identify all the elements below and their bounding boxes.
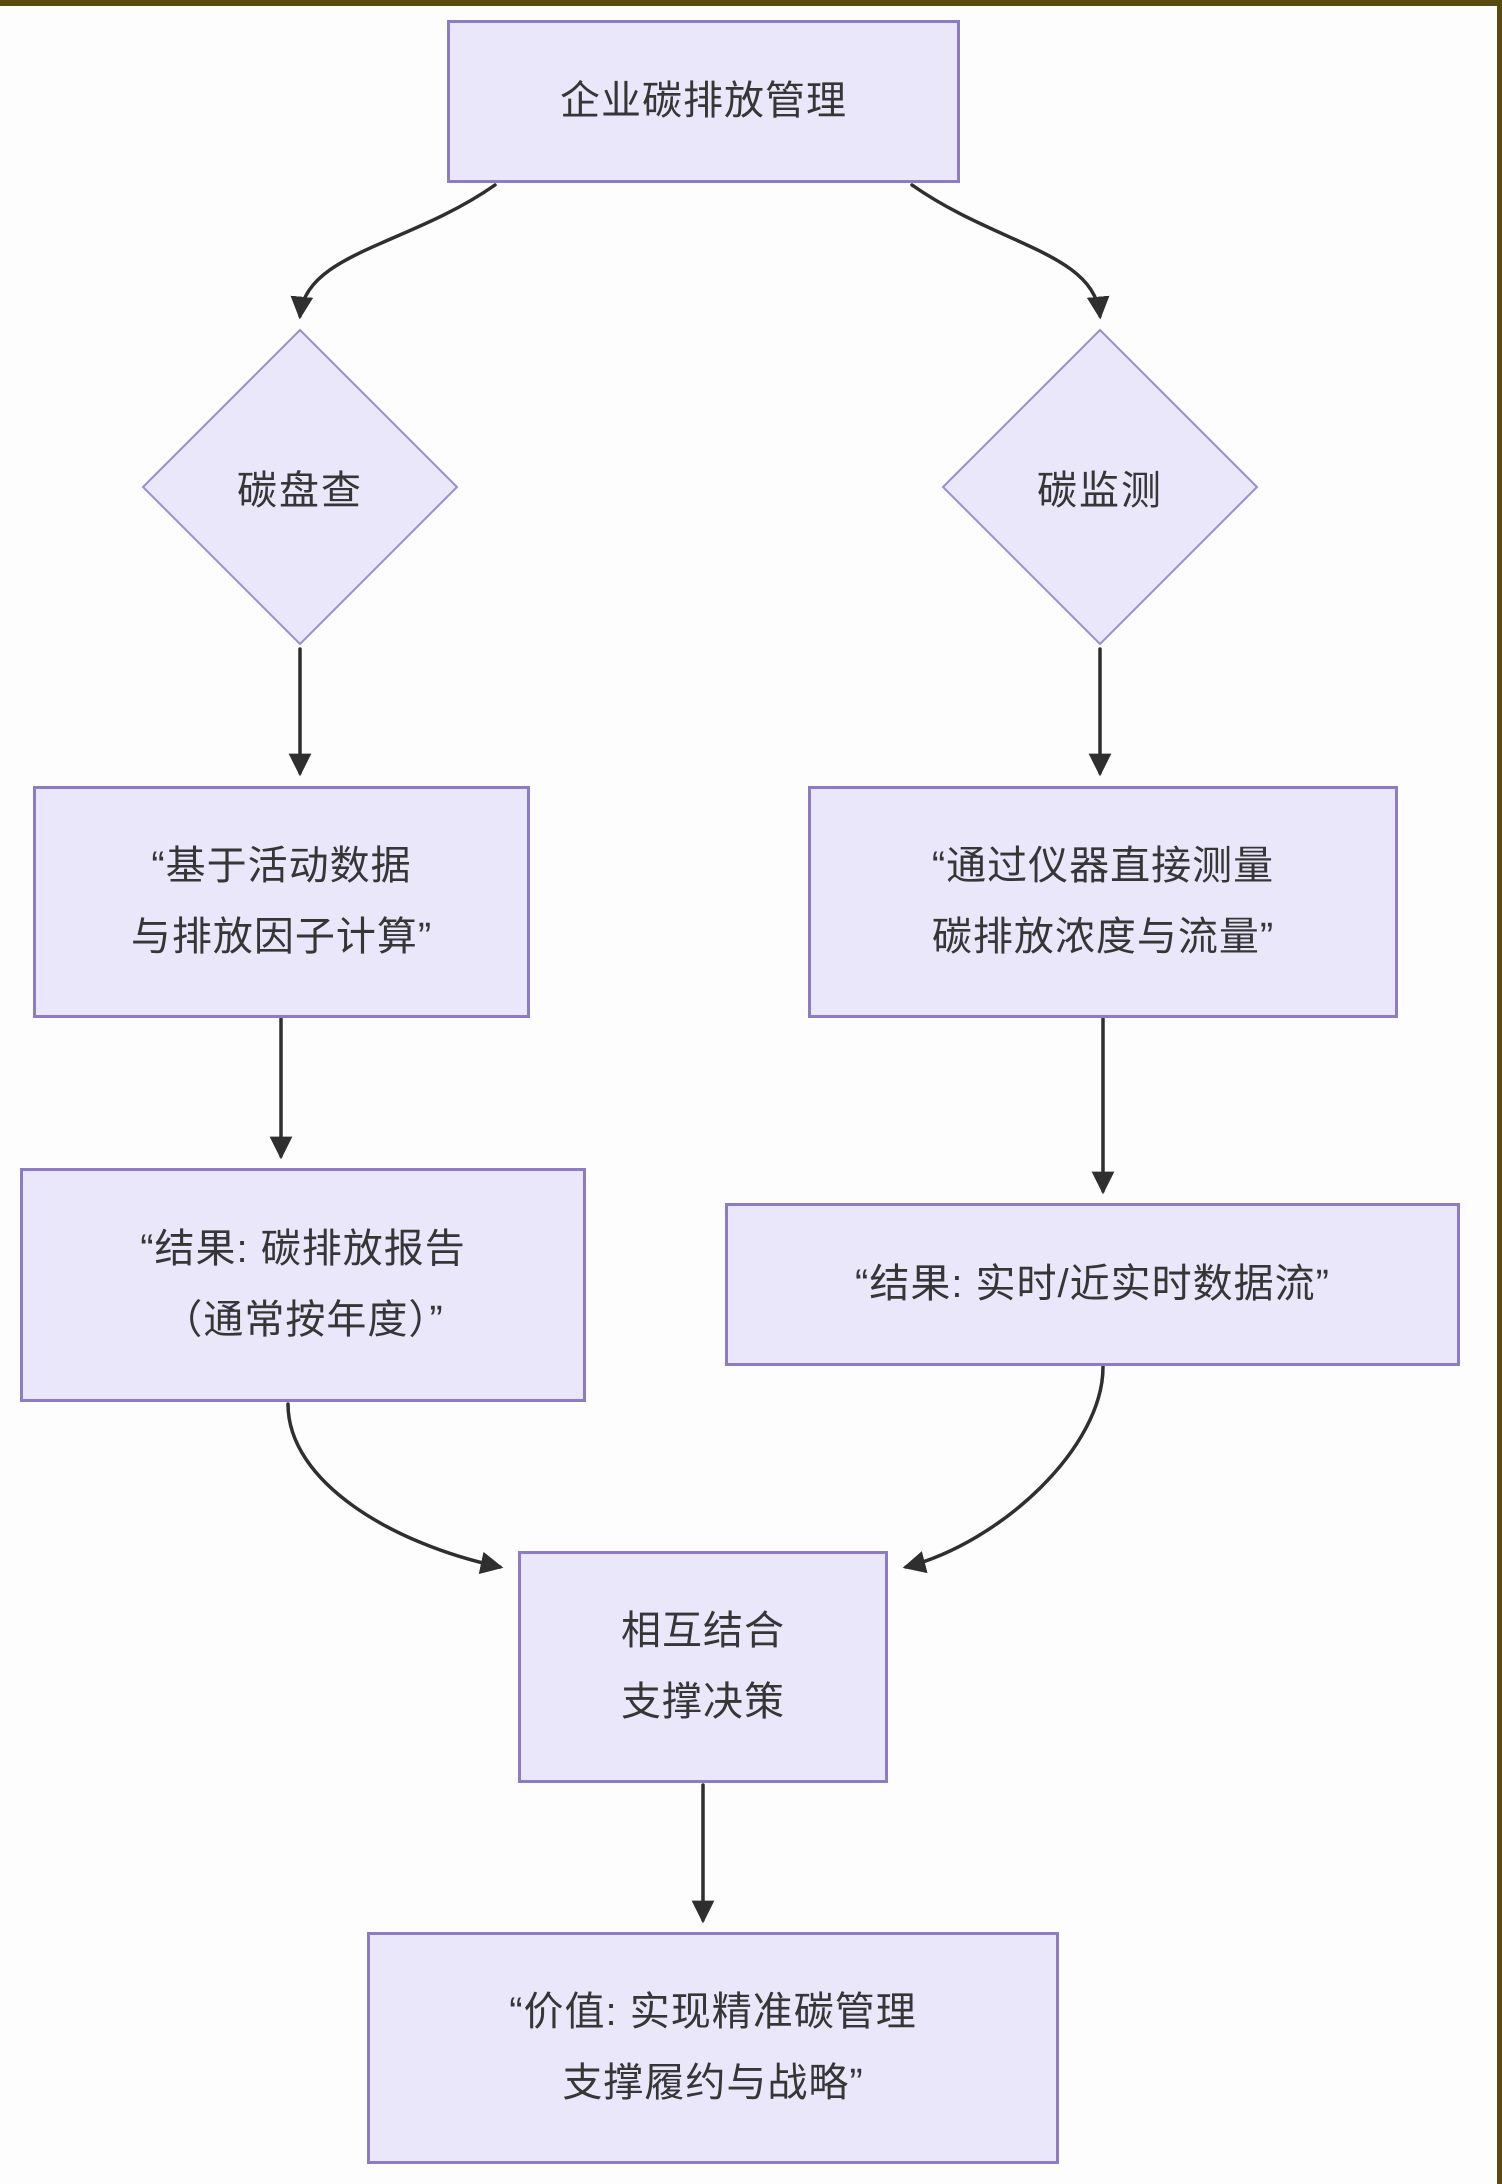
node-activity-data-calculation: “基于活动数据 与排放因子计算” [33,786,530,1018]
node-label-line2: 支撑决策 [621,1680,785,1724]
node-instrument-measurement: “通过仪器直接测量 碳排放浓度与流量” [808,786,1398,1018]
node-label-line1: “价值: 实现精准碳管理 [509,1989,917,2034]
node-label-line2: （通常按年度）” [162,1298,444,1342]
node-label-line1: “通过仪器直接测量 [931,843,1275,888]
node-label: 碳盘查 [237,469,363,513]
node-value-precise-carbon-management: “价值: 实现精准碳管理 支撑履约与战略” [367,1932,1059,2164]
edge-stream-to-combine [902,1365,1105,1574]
frame-top-edge [0,0,1502,6]
node-carbon-monitoring-diamond: 碳监测 [941,328,1259,646]
node-carbon-inventory-diamond: 碳盘查 [141,328,459,646]
node-label-line1: “结果: 碳排放报告 [140,1226,466,1271]
node-label-line1: 相互结合 [621,1608,785,1653]
edge-root-to-monitoring [910,183,1110,320]
node-realtime-datastream-result: “结果: 实时/近实时数据流” [725,1203,1460,1366]
edge-report-to-combine [286,1402,504,1575]
node-enterprise-carbon-management: 企业碳排放管理 [447,20,960,183]
node-label: 企业碳排放管理 [560,78,847,123]
node-label: 碳监测 [1037,469,1163,513]
node-label-line2: 碳排放浓度与流量” [931,915,1275,959]
frame-right-edge [1497,0,1502,2184]
node-emission-report-result: “结果: 碳排放报告 （通常按年度）” [20,1168,586,1402]
edge-root-to-inventory [290,183,497,320]
node-label-line2: 与排放因子计算” [130,915,433,959]
node-combine-support-decision: 相互结合 支撑决策 [518,1551,888,1783]
node-label-line1: “基于活动数据 [151,843,412,888]
node-label: “结果: 实时/近实时数据流” [855,1261,1330,1306]
node-label-line2: 支撑履约与战略” [562,2061,864,2105]
